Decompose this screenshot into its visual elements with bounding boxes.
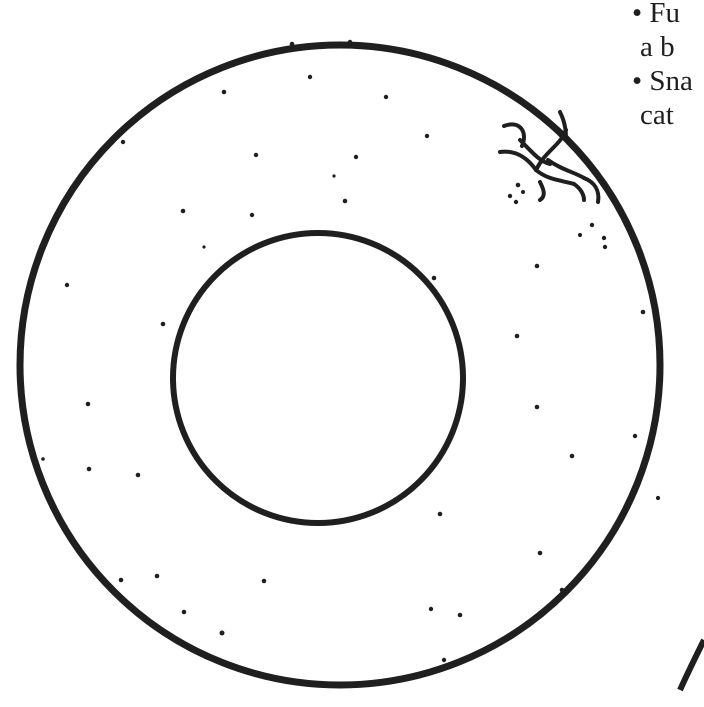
speckle-dot	[521, 190, 525, 194]
speckle-dot	[250, 213, 254, 217]
speckle-dot	[514, 200, 518, 204]
speckle-dot	[656, 496, 660, 500]
speckle-dot	[560, 588, 565, 593]
speckle-dot	[578, 233, 582, 237]
speckle-dot	[343, 199, 348, 204]
speckle-dot	[136, 473, 141, 478]
clipped-bullet-text: • Fu a b • Sna cat	[632, 0, 704, 132]
speckle-dot	[161, 322, 166, 327]
speckle-dot	[429, 607, 433, 611]
speckle-dot	[508, 194, 512, 198]
speckle-dot	[516, 183, 521, 188]
speckle-dot	[535, 405, 540, 410]
speckle-dot	[254, 153, 258, 157]
speckle-dot	[182, 610, 187, 615]
bullet-line-1: • Fu	[632, 0, 704, 30]
speckle-dot	[290, 42, 295, 47]
speckle-dot	[220, 631, 225, 636]
speckle-dot	[425, 134, 429, 138]
speckle-dot	[332, 174, 335, 177]
speckle-dot	[535, 264, 540, 269]
speckle-dot	[354, 155, 358, 159]
speckle-dot	[87, 467, 92, 472]
speckle-dot	[181, 209, 186, 214]
bullet-mark: •	[632, 0, 642, 29]
bullet-mark: •	[632, 65, 642, 97]
speckle-dot	[603, 245, 607, 249]
speckle-dot	[590, 223, 594, 227]
speckle-dot	[570, 454, 575, 459]
speckle-dot	[262, 579, 267, 584]
inner-ring	[173, 233, 463, 523]
speckle-dot	[438, 512, 443, 517]
bullet-text: Fu	[649, 0, 680, 29]
speckle-dot	[155, 574, 160, 579]
speckle-dot	[602, 236, 606, 240]
speckle-dot	[384, 95, 388, 99]
bullet-text: a b	[640, 31, 675, 63]
bullet-text: cat	[640, 99, 674, 131]
speckle-dot	[65, 283, 69, 287]
speckle-dot	[515, 334, 520, 339]
speckle-dot	[432, 276, 437, 281]
bullet-line-4: cat	[632, 98, 704, 132]
bullet-line-3: • Sna	[632, 64, 704, 98]
speckle-dot	[121, 140, 125, 144]
speckle-dot	[458, 613, 463, 618]
bullet-line-2: a b	[632, 30, 704, 64]
speckle-dot	[308, 75, 312, 79]
speckle-dot	[641, 310, 646, 315]
speckle-dot	[538, 551, 543, 556]
speckle-dot	[86, 402, 91, 407]
speckle-dot	[650, 429, 654, 433]
speckle-dot	[41, 457, 45, 461]
speckle-dot	[119, 578, 124, 583]
speckle-dot	[633, 434, 637, 438]
speckle-dot	[442, 658, 446, 662]
partial-arc	[680, 640, 704, 690]
speckle-dot	[222, 90, 227, 95]
bullet-text: Sna	[649, 65, 693, 97]
speckle-dot	[202, 245, 205, 248]
speckle-dot	[348, 40, 352, 44]
